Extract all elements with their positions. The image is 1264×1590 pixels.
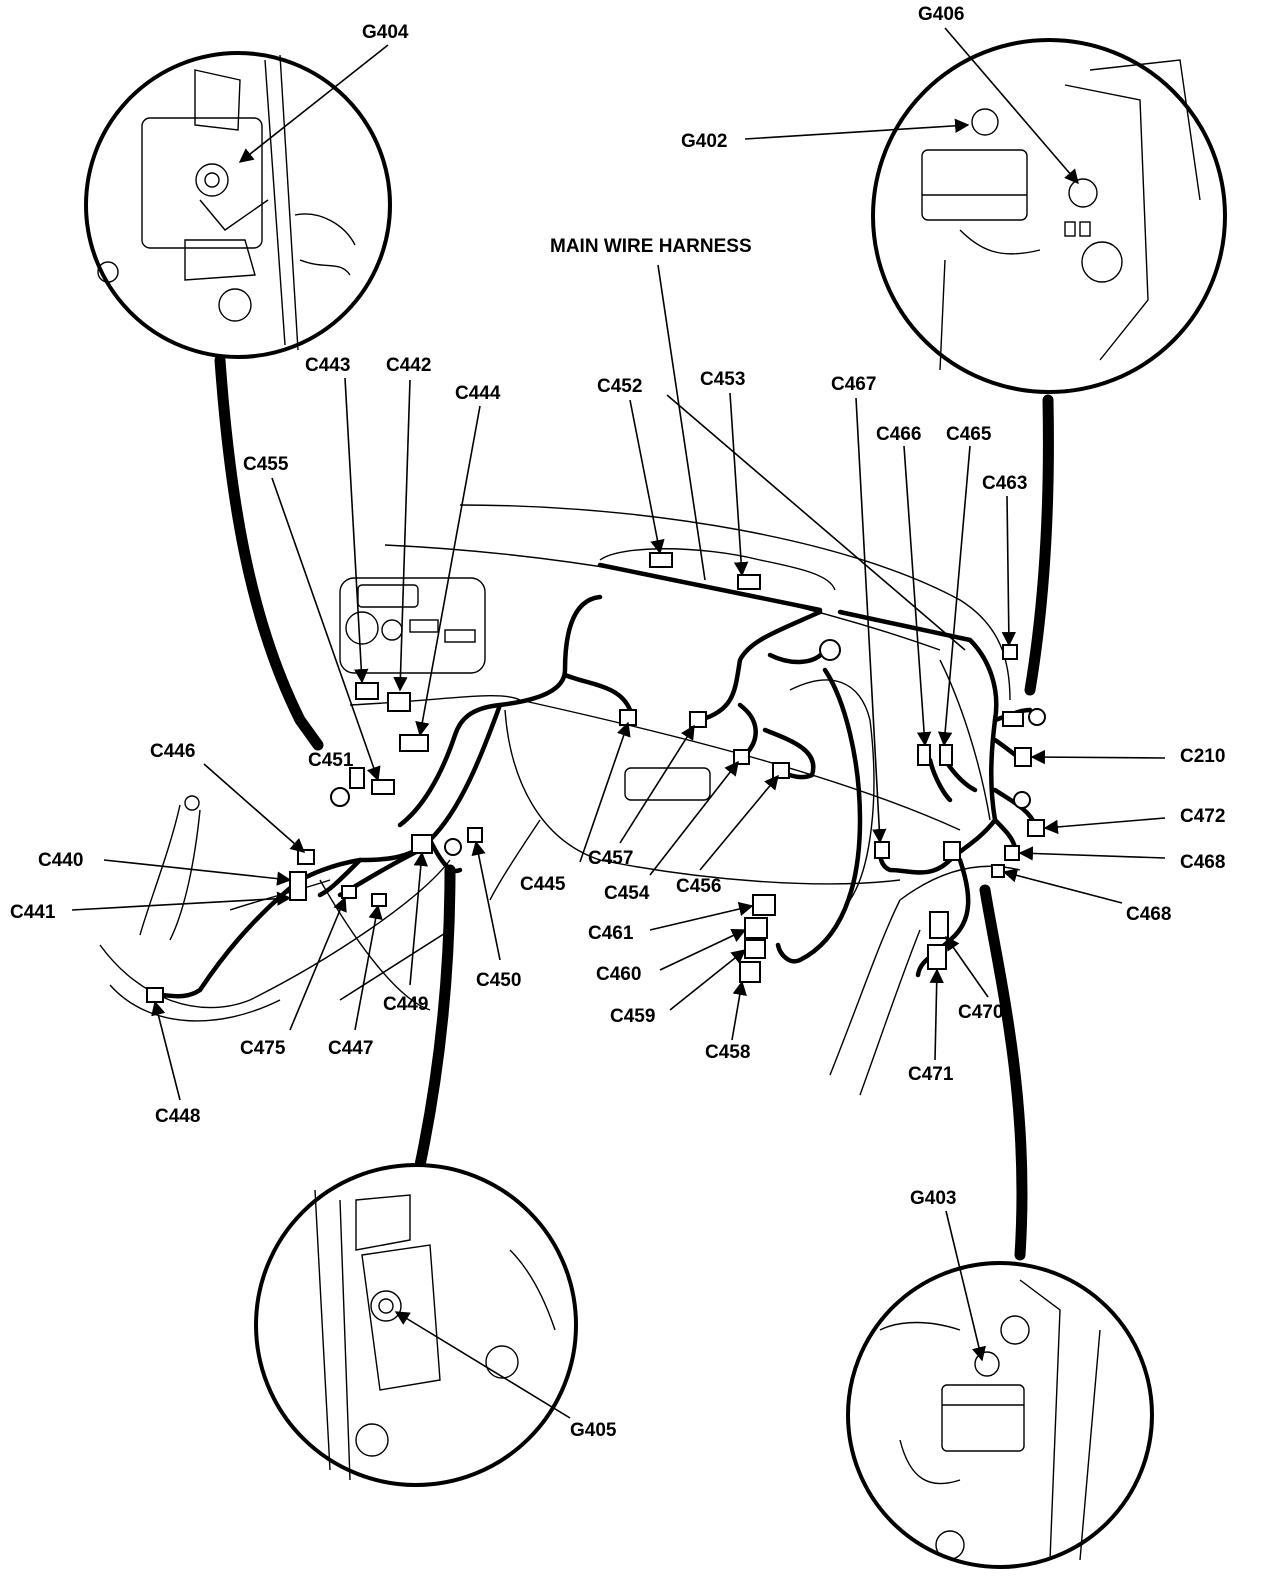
- label-c467: C467: [831, 374, 876, 395]
- label-c210: C210: [1180, 746, 1225, 767]
- label-c449: C449: [383, 994, 428, 1015]
- label-c451: C451: [308, 750, 354, 771]
- label-c447: C447: [328, 1038, 373, 1059]
- label-c445: C445: [520, 874, 566, 895]
- leader-lines: [71, 27, 1166, 1419]
- label-c444: C444: [455, 383, 501, 404]
- dashboard-outline: [99, 504, 1021, 1096]
- connector-boxes: [146, 552, 1046, 1003]
- label-g405: G405: [570, 1420, 617, 1441]
- label-c466: C466: [876, 424, 921, 445]
- label-c442: C442: [386, 355, 431, 376]
- label-c458: C458: [705, 1042, 750, 1063]
- label-g404: G404: [362, 22, 409, 43]
- label-g403: G403: [910, 1188, 956, 1209]
- label-c463: C463: [982, 473, 1027, 494]
- label-c475: C475: [240, 1038, 286, 1059]
- label-c472: C472: [1180, 806, 1225, 827]
- label-g406: G406: [918, 4, 964, 25]
- label-c455: C455: [243, 454, 289, 475]
- label-c452: C452: [597, 376, 642, 397]
- label-c465: C465: [946, 424, 992, 445]
- detail-circle-g404: [84, 51, 392, 359]
- label-c448: C448: [155, 1106, 200, 1127]
- label-c443: C443: [305, 355, 350, 376]
- label-c454: C454: [604, 883, 650, 904]
- label-c461: C461: [588, 923, 634, 944]
- label-g402: G402: [681, 131, 727, 152]
- label-c441: C441: [10, 902, 56, 923]
- label-c450: C450: [476, 970, 521, 991]
- label-c460: C460: [596, 964, 641, 985]
- label-c468-b: C468: [1126, 904, 1171, 925]
- label-c440: C440: [38, 850, 83, 871]
- title-label: MAIN WIRE HARNESS: [550, 236, 752, 257]
- label-c453: C453: [700, 369, 745, 390]
- label-c459: C459: [610, 1006, 655, 1027]
- label-c468-a: C468: [1180, 852, 1225, 873]
- labels: MAIN WIRE HARNESS G404 G406 G402 G403 G4…: [10, 4, 1225, 1441]
- label-c456: C456: [676, 876, 721, 897]
- detail-circle-g406: [871, 38, 1227, 394]
- detail-leaders: [214, 354, 1054, 1261]
- label-c457: C457: [588, 848, 633, 869]
- main-wire-harness: [157, 562, 1038, 999]
- detail-circle-g403: [846, 1261, 1154, 1569]
- label-c471: C471: [908, 1064, 954, 1085]
- label-c446: C446: [150, 741, 195, 762]
- label-c470: C470: [958, 1002, 1003, 1023]
